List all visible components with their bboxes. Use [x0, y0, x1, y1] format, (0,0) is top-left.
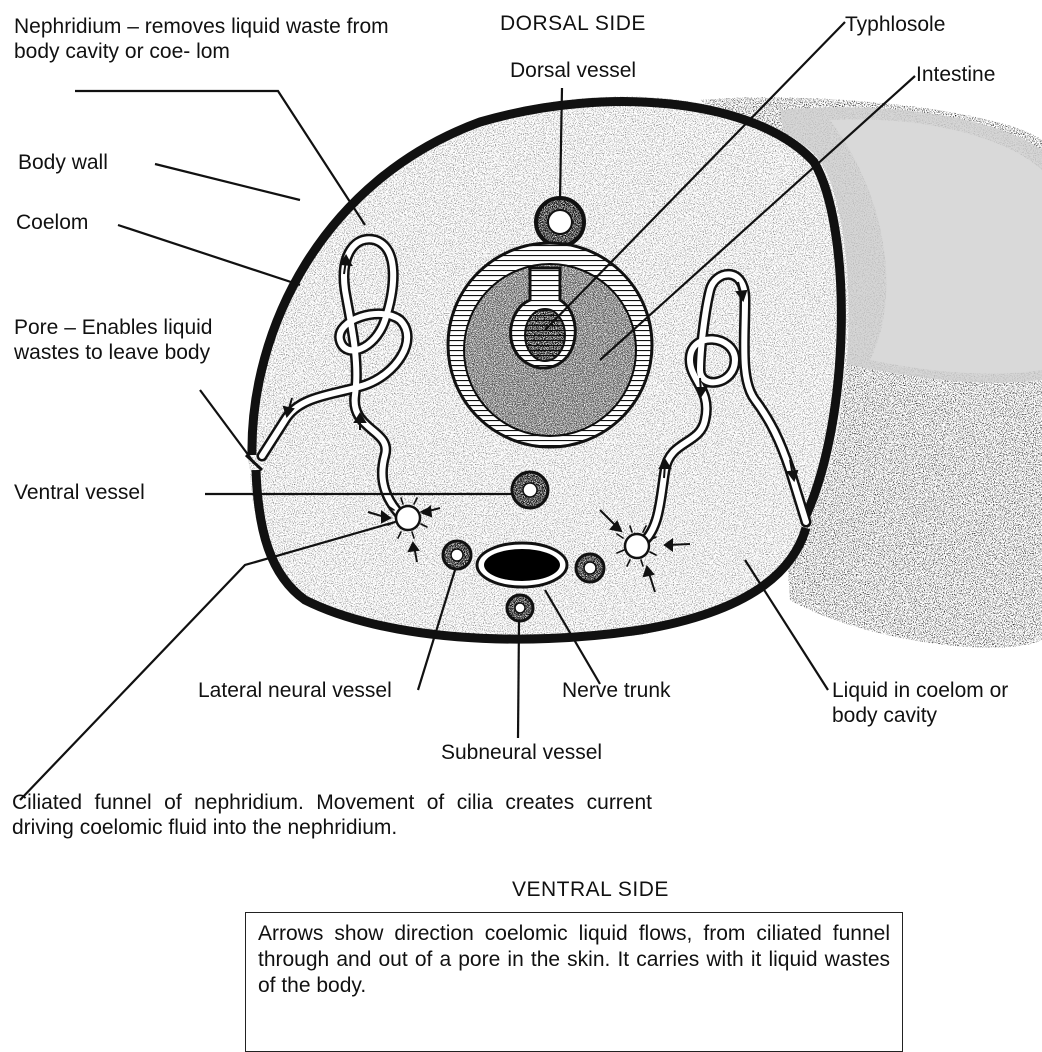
caption-text: Arrows show direction coelomic liquid fl…: [258, 922, 890, 997]
intestine-label: Intestine: [916, 62, 995, 87]
intestine: [448, 243, 652, 447]
dorsal-vessel: [536, 198, 584, 246]
nerve-trunk-label: Nerve trunk: [562, 678, 671, 703]
coelom-label: Coelom: [16, 210, 88, 235]
body-wall-leader: [155, 164, 300, 200]
body-wall-label: Body wall: [18, 150, 108, 175]
liquid-in-coelom-label: Liquid in coelom or body cavity: [832, 678, 1032, 728]
pore-label: Pore – Enables liquid wastes to leave bo…: [14, 315, 214, 365]
nerve-trunk: [477, 543, 567, 587]
subneural-vessel: [507, 595, 533, 621]
ventral-side-label: VENTRAL SIDE: [512, 878, 669, 902]
typhlosole-label: Typhlosole: [845, 12, 945, 37]
coelom-leader: [118, 225, 300, 285]
ventral-vessel: [512, 472, 548, 508]
nephridium-label: Nephridium – removes liquid waste from b…: [14, 14, 414, 64]
subneural-vessel-label: Subneural vessel: [441, 740, 602, 765]
pore-leader: [200, 390, 252, 460]
lateral-neural-vessel-label: Lateral neural vessel: [198, 678, 392, 703]
subneural-vessel-leader: [518, 622, 519, 738]
caption-box: Arrows show direction coelomic liquid fl…: [245, 912, 903, 1052]
dorsal-vessel-label: Dorsal vessel: [510, 58, 636, 83]
dorsal-side-label: DORSAL SIDE: [500, 12, 646, 36]
ciliated-funnel-label: Ciliated funnel of nephridium. Movement …: [12, 790, 652, 840]
ventral-vessel-label: Ventral vessel: [14, 480, 145, 505]
nephridium-leader: [75, 91, 365, 225]
